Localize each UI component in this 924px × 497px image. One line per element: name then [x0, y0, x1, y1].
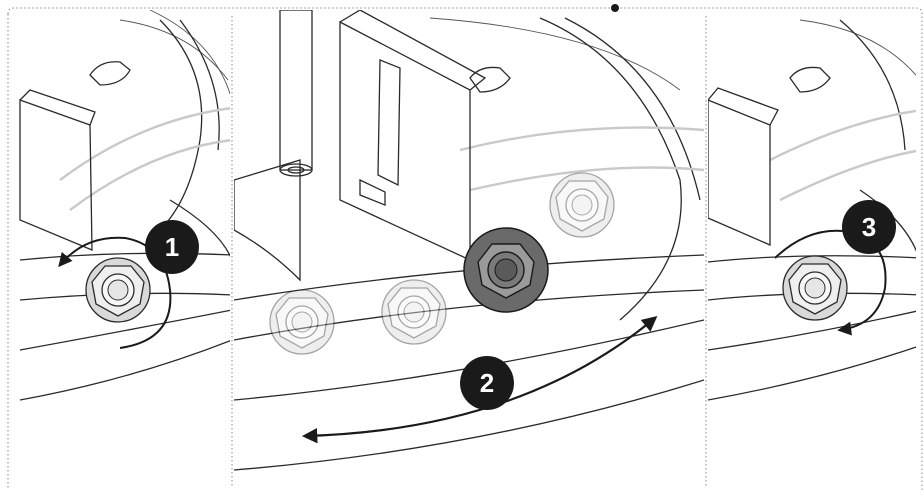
step-badge-3: 3: [842, 200, 896, 254]
step-badge-1: 1: [145, 220, 199, 274]
diagram-frame: [7, 4, 923, 490]
connector-nut-step-2: [463, 227, 549, 313]
panel-step-2: [234, 10, 704, 471]
frame-dot-marker: [611, 4, 619, 12]
panel-step-1: [19, 10, 230, 401]
step-badge-2: 2: [460, 356, 514, 410]
step-number-3: 3: [862, 212, 876, 242]
connector-ghost-far-left: [269, 289, 335, 355]
step-number-2: 2: [480, 368, 494, 398]
connector-ghost-left: [381, 279, 447, 345]
connector-ghost-right: [549, 172, 615, 238]
panel-step-3: [708, 19, 916, 401]
step-number-1: 1: [165, 232, 179, 262]
connector-nut-step-3: [782, 255, 848, 321]
connector-nut-step-1: [85, 257, 151, 323]
